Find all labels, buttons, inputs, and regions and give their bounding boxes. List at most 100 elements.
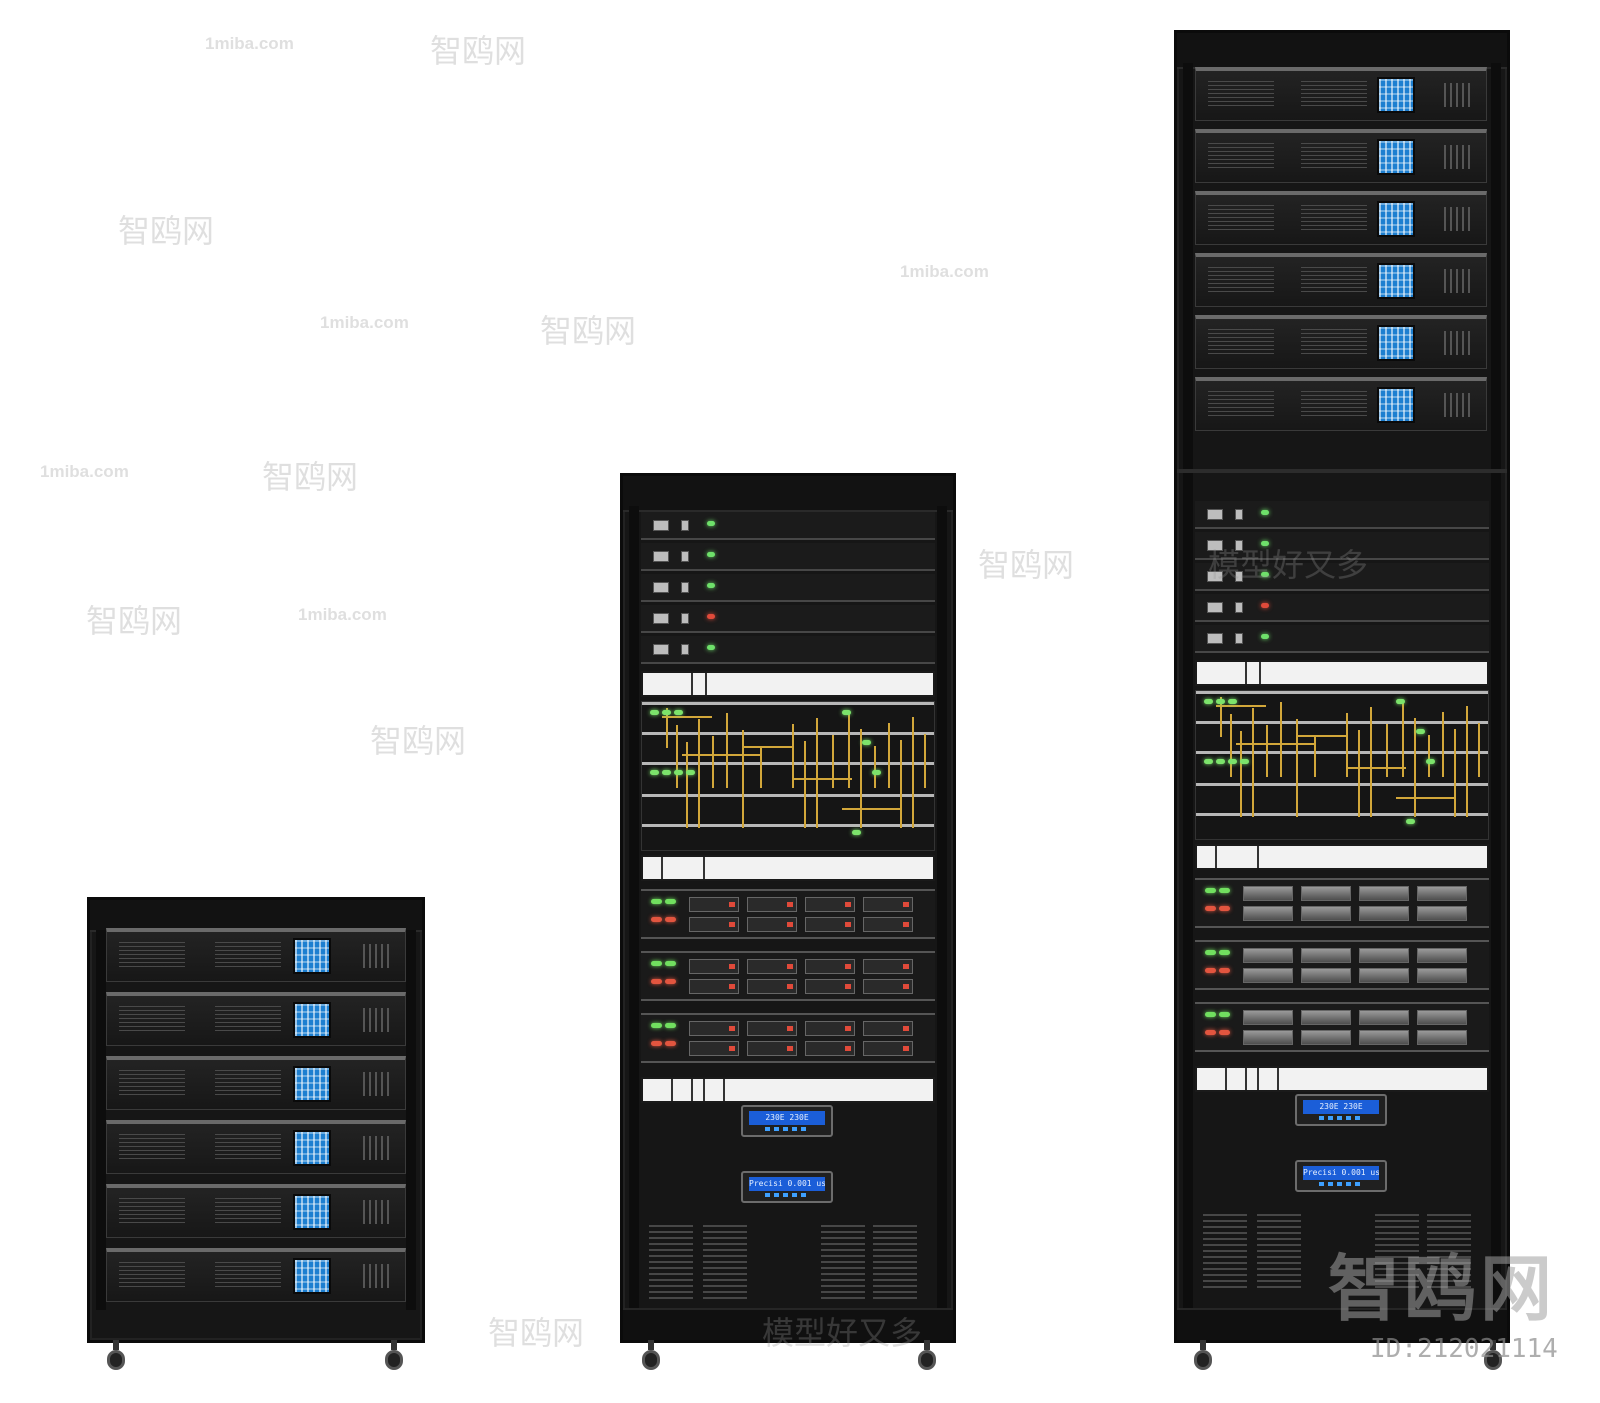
blank-panel <box>641 855 935 881</box>
drive-led <box>845 922 851 927</box>
power-port <box>681 520 689 531</box>
power-port <box>653 582 669 593</box>
drive-bay <box>689 1041 739 1056</box>
rack-rail-left <box>1183 63 1193 1310</box>
link-led <box>1228 759 1237 764</box>
patch-cable <box>686 742 688 828</box>
vent-grille <box>215 942 281 970</box>
link-led <box>686 770 695 775</box>
display-screen: 230E 230E <box>749 1111 825 1125</box>
status-led-green <box>1219 950 1230 955</box>
drive-bay <box>689 917 739 932</box>
drive-led <box>903 964 909 969</box>
vent-grille <box>215 1198 281 1226</box>
drive-bay <box>747 1021 797 1036</box>
panel-divider <box>671 1079 673 1101</box>
drive-bay <box>1417 948 1467 963</box>
watermark-brand: 智鸥网 <box>488 1315 585 1351</box>
drive-bay <box>747 1041 797 1056</box>
link-led <box>662 710 671 715</box>
vent-grille <box>1301 267 1367 295</box>
drive-bay <box>863 959 913 974</box>
power-port <box>1207 571 1223 582</box>
patch-cable <box>1466 706 1468 817</box>
patch-cable <box>804 741 806 828</box>
lcd-display <box>1377 77 1415 113</box>
ups-unit <box>106 1120 406 1174</box>
vent-panel <box>821 1225 865 1299</box>
drive-bay <box>1243 906 1293 921</box>
lcd-display <box>293 1258 331 1294</box>
patch-cable <box>792 724 794 788</box>
panel-divider <box>1259 662 1261 684</box>
ups-unit <box>1195 377 1487 431</box>
status-led-red <box>1205 906 1216 911</box>
patch-rail <box>642 794 934 797</box>
power-port <box>653 613 669 624</box>
patch-cable <box>1454 729 1456 817</box>
link-led <box>674 710 683 715</box>
status-led <box>1261 510 1269 515</box>
server-1u <box>1195 625 1489 653</box>
control-display: Precisi 0.001 us Stabil 0.223 ppm <box>1295 1160 1387 1192</box>
control-display: Precisi 0.001 us Stabil 0.223 ppm <box>741 1171 833 1203</box>
lcd-display <box>1377 201 1415 237</box>
watermark-brand: 智鸥网 <box>540 313 637 349</box>
drive-bay <box>689 959 739 974</box>
rack-top <box>623 476 953 512</box>
caster-stem <box>113 1340 119 1350</box>
vent-panel <box>1427 1214 1471 1288</box>
drive-bay <box>1359 1030 1409 1045</box>
patch-rail <box>642 762 934 765</box>
server-1u <box>641 543 935 571</box>
lcd-display <box>1377 387 1415 423</box>
rack-top <box>1177 33 1507 69</box>
patch-cable <box>1358 730 1360 817</box>
status-led-green <box>665 899 676 904</box>
storage-array <box>641 1013 935 1063</box>
patch-cable <box>1386 724 1388 777</box>
patch-cable <box>742 746 792 748</box>
patch-cable <box>1478 723 1480 777</box>
drive-led <box>845 902 851 907</box>
link-led <box>650 710 659 715</box>
vent-panel <box>873 1225 917 1299</box>
link-led <box>1216 759 1225 764</box>
rack-rail-right <box>937 506 947 1310</box>
drive-bay <box>1301 1010 1351 1025</box>
storage-array <box>641 951 935 1001</box>
drive-bay <box>805 1041 855 1056</box>
watermark-site: 1miba.com <box>320 313 409 332</box>
drive-led <box>729 964 735 969</box>
vent-panel <box>1375 1214 1419 1288</box>
vent-grille <box>215 1134 281 1162</box>
panel-divider <box>1225 1068 1227 1090</box>
drive-led <box>729 984 735 989</box>
drive-led <box>845 1046 851 1051</box>
drive-bay <box>1359 906 1409 921</box>
control-display: 230E 230E <box>741 1105 833 1137</box>
link-led <box>1228 699 1237 704</box>
patch-cable <box>1370 707 1372 817</box>
ups-unit <box>1195 67 1487 121</box>
status-led-green <box>1219 888 1230 893</box>
patch-cable <box>1428 735 1430 777</box>
rack-base <box>1177 1308 1507 1340</box>
patch-cable <box>1396 797 1456 799</box>
patch-rail <box>642 702 934 705</box>
power-port <box>681 613 689 624</box>
patch-cable <box>662 716 712 718</box>
drive-bay <box>1417 886 1467 901</box>
rack-divider <box>1177 469 1507 473</box>
patch-cable <box>792 778 852 780</box>
vent-grille <box>1301 143 1367 171</box>
patch-cable <box>842 808 902 810</box>
side-grille <box>363 1008 393 1032</box>
patch-cable <box>832 735 834 788</box>
link-led <box>1240 759 1249 764</box>
drive-bay <box>1359 1010 1409 1025</box>
panel-divider <box>723 1079 725 1101</box>
side-grille <box>363 1136 393 1160</box>
drive-bay <box>1301 906 1351 921</box>
